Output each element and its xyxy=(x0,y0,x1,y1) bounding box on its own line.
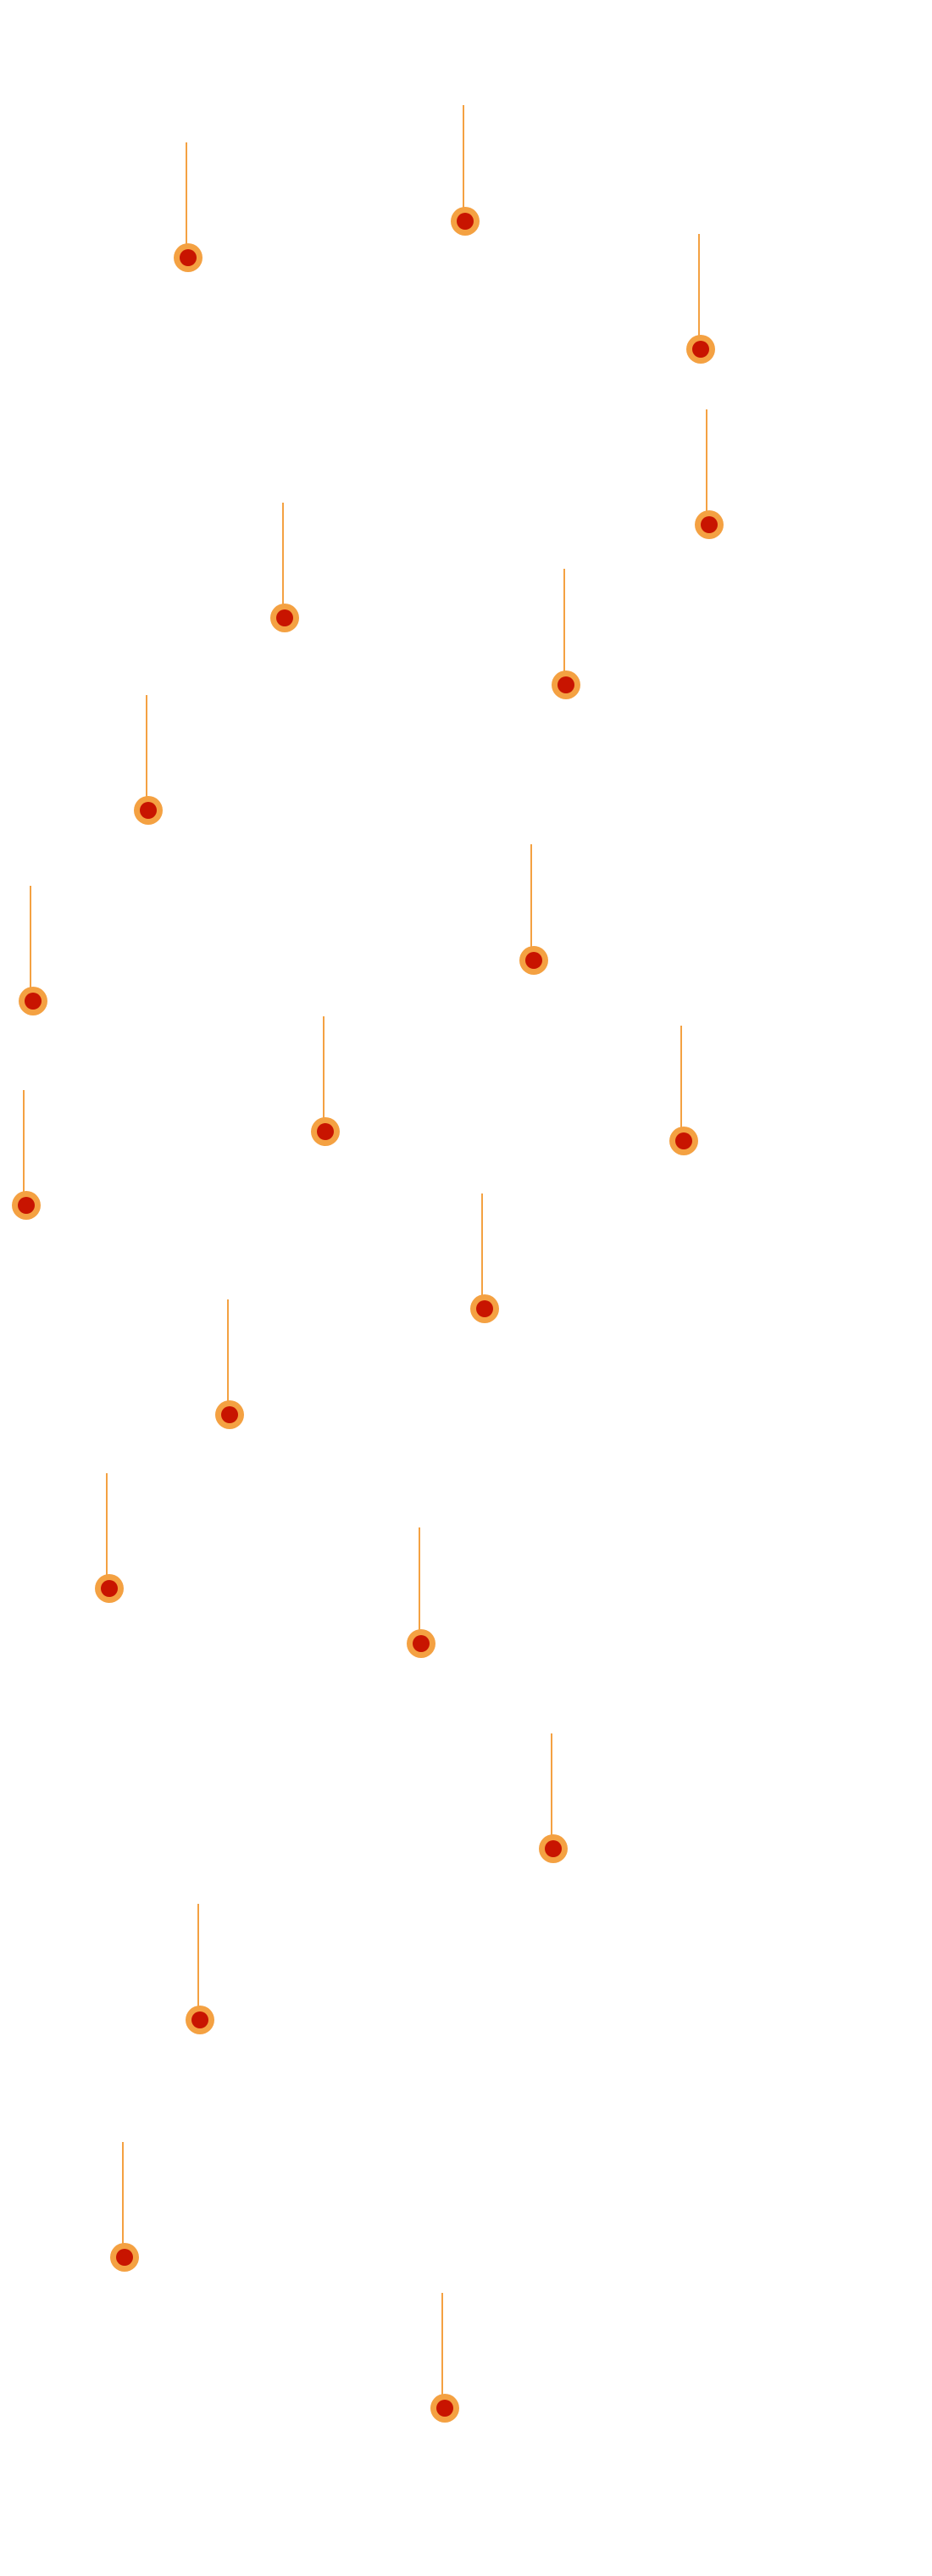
bead-icon xyxy=(95,1574,124,1603)
ornament-string xyxy=(197,1904,199,2007)
ornament-string xyxy=(282,503,284,605)
ornament-string xyxy=(106,1473,108,1576)
bead-core xyxy=(675,1132,692,1149)
ornament-string xyxy=(680,1026,682,1128)
ornament-string xyxy=(186,142,187,245)
ornament-string xyxy=(563,569,565,672)
ornament-string xyxy=(30,886,31,988)
ornament-string xyxy=(146,695,147,798)
bead-core xyxy=(545,1840,562,1857)
ornament-string xyxy=(23,1090,25,1193)
bead-core xyxy=(191,2011,208,2028)
bead-core xyxy=(276,609,293,626)
bead-core xyxy=(476,1300,493,1317)
bead-core xyxy=(25,993,42,1010)
bead-core xyxy=(701,516,718,533)
ornament-string xyxy=(122,2142,124,2245)
bead-icon xyxy=(686,335,715,364)
ornament-string xyxy=(551,1733,552,1836)
bead-core xyxy=(317,1123,334,1140)
ornament-string xyxy=(419,1527,420,1631)
bead-core xyxy=(436,2400,453,2417)
bead-icon xyxy=(669,1127,698,1155)
bead-icon xyxy=(215,1400,244,1429)
bead-icon xyxy=(451,207,480,236)
bead-core xyxy=(180,249,197,266)
bead-core xyxy=(457,213,474,230)
ornament-string xyxy=(706,409,707,512)
ornament-string xyxy=(481,1193,483,1296)
bead-icon xyxy=(270,604,299,632)
bead-core xyxy=(525,952,542,969)
bead-core xyxy=(221,1406,238,1423)
bead-icon xyxy=(174,243,202,272)
bead-core xyxy=(140,802,157,819)
bead-core xyxy=(116,2249,133,2266)
ornament-string xyxy=(530,844,532,948)
bead-icon xyxy=(134,796,163,825)
bead-icon xyxy=(19,987,47,1015)
bead-icon xyxy=(430,2394,459,2423)
bead-icon xyxy=(186,2006,214,2034)
bead-icon xyxy=(311,1117,340,1146)
bead-icon xyxy=(519,946,548,975)
bead-core xyxy=(558,676,574,693)
ornament-string xyxy=(463,105,464,209)
ornament-string xyxy=(227,1299,229,1402)
bead-icon xyxy=(407,1629,435,1658)
bead-icon xyxy=(12,1191,41,1220)
bead-core xyxy=(101,1580,118,1597)
bead-icon xyxy=(552,670,580,699)
bead-core xyxy=(692,341,709,358)
bead-icon xyxy=(110,2243,139,2272)
bead-icon xyxy=(695,510,724,539)
ornament-string xyxy=(698,234,700,337)
ornament-string xyxy=(323,1016,325,1119)
bead-core xyxy=(18,1197,35,1214)
bead-icon xyxy=(470,1294,499,1323)
bead-core xyxy=(413,1635,430,1652)
bead-icon xyxy=(539,1834,568,1863)
ornament-string xyxy=(441,2293,443,2395)
